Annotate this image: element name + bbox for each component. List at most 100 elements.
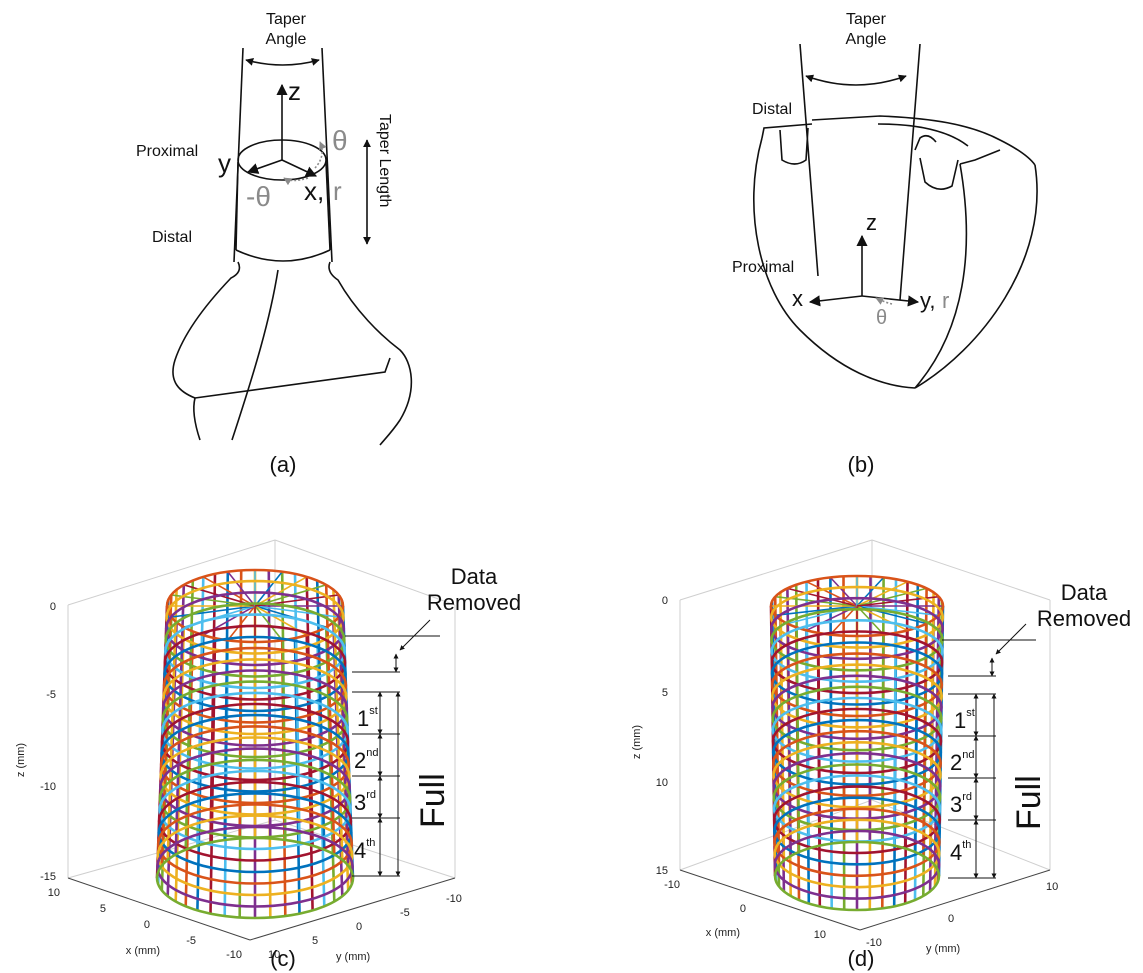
stem-left-outline	[172, 261, 241, 399]
cylinder-ring	[770, 652, 944, 718]
d-y-tick: -10	[866, 937, 882, 949]
cylinder-top-spoke	[775, 605, 858, 617]
cylinder-ring	[770, 618, 944, 683]
cone-taper-label-line2: Angle	[846, 31, 887, 48]
trunnion-side-right	[325, 161, 331, 251]
proximal-label: Proximal	[136, 143, 198, 160]
cylinder-top-spoke	[171, 605, 256, 618]
cylinder-ring	[164, 591, 346, 667]
taper-edge-right	[321, 47, 333, 263]
taper-angle-label-line2: Angle	[266, 31, 307, 48]
cylinder-ring	[770, 641, 944, 706]
c-z-ticks: 0 -5 -10 -15	[40, 601, 56, 883]
c-x-tick: 0	[144, 919, 150, 931]
cone-axis-r-label: r	[942, 288, 949, 313]
cup-outer-left	[753, 137, 916, 389]
cylinder-ring	[773, 807, 941, 878]
plot-c-x-axis	[67, 877, 251, 941]
d-section-2-label: 2nd	[950, 749, 975, 775]
c-z-tick: -15	[40, 871, 56, 883]
cylinder-top-spoke	[829, 576, 858, 607]
cylinder-top-spoke	[254, 571, 283, 607]
taper-angle-label-line1: Taper	[266, 11, 307, 28]
c-y-tick: 5	[312, 935, 318, 947]
cylinder-ring	[157, 780, 353, 862]
d-x-tick: 10	[814, 929, 826, 941]
cylinder-ring	[160, 713, 350, 793]
taper-length-label: Taper Length	[376, 114, 393, 207]
cylinder-ring	[165, 568, 345, 644]
cylinder-ring	[155, 836, 355, 920]
d-y-axis-label: y (mm)	[926, 943, 960, 955]
plot-c-back-left	[67, 539, 276, 606]
cylinder-ring	[160, 702, 350, 782]
cylinder-top-spoke	[787, 587, 858, 607]
c-x-tick: -5	[186, 935, 196, 947]
cylinder-ring	[771, 696, 943, 763]
c-x-tick: 5	[100, 903, 106, 915]
axis-y-arrow	[246, 159, 283, 174]
cylinder-ring	[156, 814, 354, 897]
d-z-tick: 5	[662, 687, 668, 699]
d-x-tick: -10	[664, 879, 680, 891]
c-z-tick: 0	[50, 601, 56, 613]
plot-d-back-right	[871, 539, 1051, 601]
d-data-removed-pointer	[995, 623, 1027, 655]
caption-c: (c)	[270, 946, 296, 971]
cylinder-ring	[158, 769, 352, 851]
axis-x-arrow	[281, 159, 318, 177]
cylinder-ring	[161, 680, 349, 759]
cone-theta-label: θ	[876, 307, 887, 329]
wire-cylinder-c	[155, 568, 355, 920]
d-z-ticks: 0 5 10 15	[656, 595, 668, 877]
rim-right-step	[959, 149, 1001, 165]
plot-c-y-axis	[249, 877, 456, 941]
c-y-tick: 10	[268, 949, 280, 961]
c-data-removed-line1: Data	[451, 564, 498, 589]
cylinder-ring	[772, 740, 942, 809]
cylinder-ring	[771, 685, 943, 752]
neg-theta-label: -θ	[246, 181, 271, 212]
c-x-tick: -10	[226, 949, 242, 961]
c-section-2-label: 2nd	[354, 747, 379, 773]
cylinder-top-spoke	[806, 580, 858, 607]
cylinder-ring	[773, 818, 941, 889]
cylinder-ring	[771, 729, 942, 798]
plot-c-floor-back-right	[274, 819, 456, 879]
c-section-3-label: 3rd	[354, 789, 376, 815]
d-z-tick: 15	[656, 865, 668, 877]
notch-center	[914, 134, 937, 151]
d-x-axis-label: x (mm)	[706, 927, 740, 939]
d-section-3-label: 3rd	[950, 791, 972, 817]
cylinder-ring	[773, 829, 941, 900]
notch-right	[919, 157, 959, 190]
cone-axis-x-label: x	[792, 286, 803, 311]
panel-d: Data Removed Full 1st 2nd 3rd 4th 0 5 10…	[631, 539, 1131, 971]
stem-lower-left	[193, 397, 201, 441]
cup-section-line	[914, 163, 968, 389]
axis-x-label: x,	[304, 176, 324, 206]
cylinder-ring	[773, 840, 941, 912]
cone-taper-left	[799, 43, 819, 277]
panel-a-labels: Taper Angle z y x, r θ -θ Proximal Dista…	[136, 11, 393, 477]
cylinder-top-spoke	[856, 576, 885, 607]
cylinder-top-spoke	[202, 576, 256, 607]
d-z-tick: 0	[662, 595, 668, 607]
caption-a: (a)	[270, 452, 297, 477]
cylinder-ring	[772, 796, 941, 866]
cylinder-ring	[164, 602, 346, 678]
cone-theta-arc	[875, 297, 893, 305]
cylinder-ring	[771, 718, 943, 786]
c-x-tick: 10	[48, 887, 60, 899]
c-section-labels: 1st 2nd 3rd 4th	[354, 705, 379, 863]
c-section-1-label: 1st	[357, 705, 378, 731]
axis-r-label: r	[333, 176, 342, 206]
plot-c-box	[67, 539, 456, 941]
stem-right-outline	[328, 261, 413, 446]
cylinder-ring	[163, 635, 347, 713]
c-y-ticks: 10 5 0 -5 -10	[268, 893, 462, 961]
plot-c-annotations	[345, 619, 440, 877]
axis-y-label: y	[218, 148, 231, 178]
d-y-tick: 10	[1046, 881, 1058, 893]
cylinder-ring	[770, 663, 943, 729]
